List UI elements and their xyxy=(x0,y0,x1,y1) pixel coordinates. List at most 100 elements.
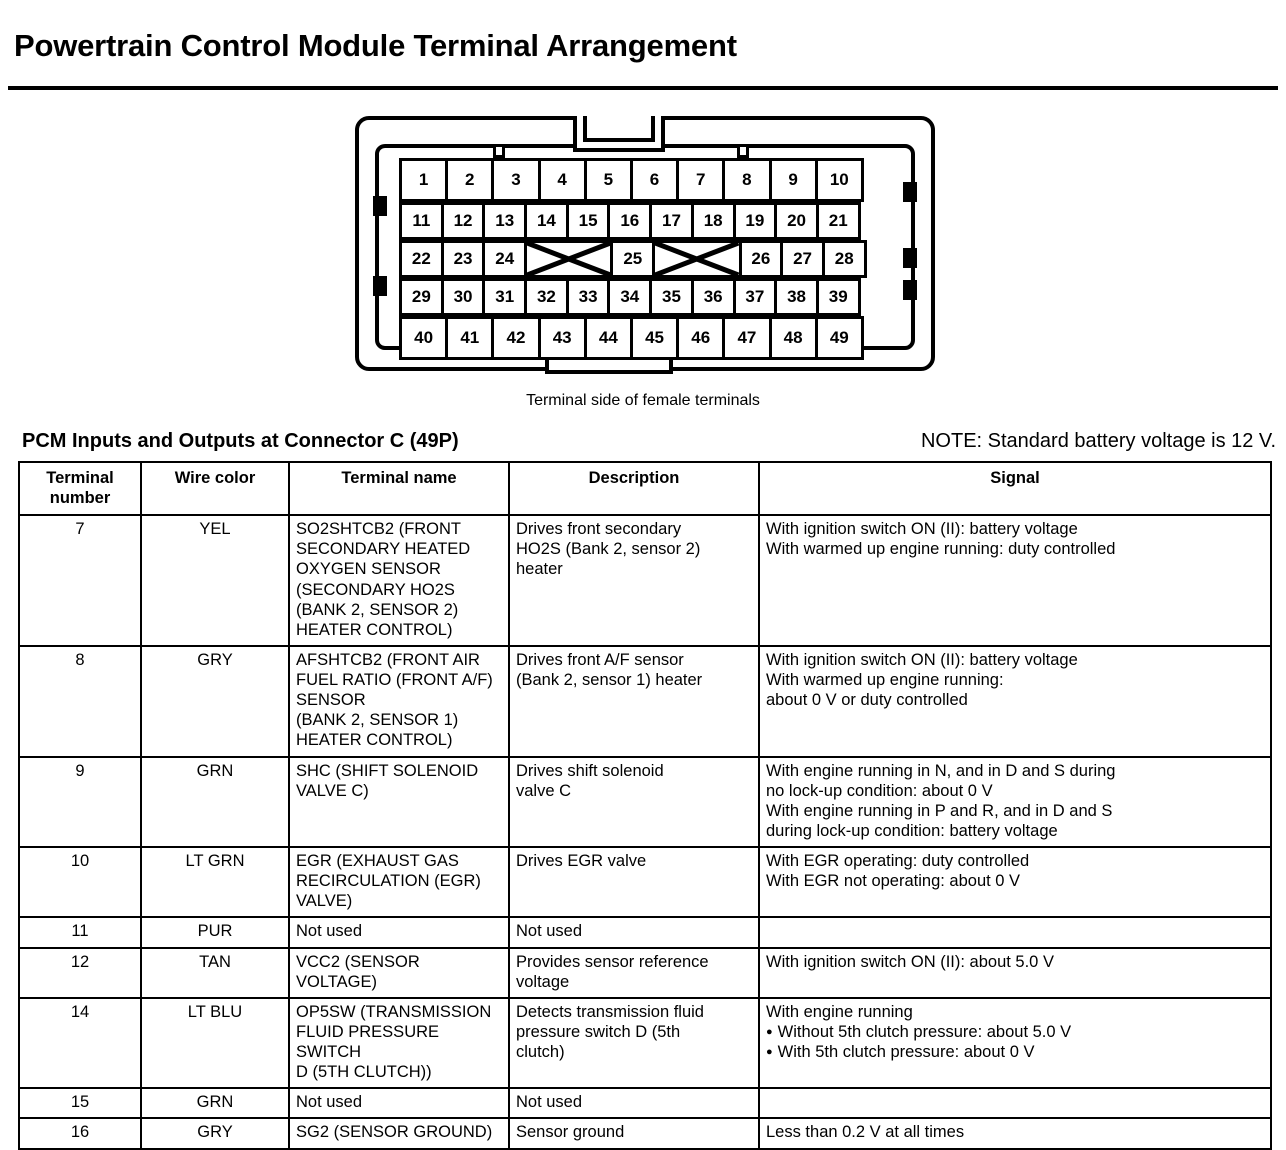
text-line: With ignition switch ON (II): battery vo… xyxy=(766,650,1078,669)
pin-42: 42 xyxy=(491,315,541,360)
text-line: pressure switch D (5th xyxy=(516,1022,681,1041)
pcm-io-table: Terminal number Wire color Terminal name… xyxy=(18,460,1272,1150)
text-line: VALVE) xyxy=(296,892,353,911)
cell-wire-color: GRN xyxy=(140,1087,290,1120)
text-line: Not used xyxy=(296,922,363,941)
header-terminal-name: Terminal name xyxy=(288,460,510,517)
pin-blank-crossed xyxy=(524,239,614,278)
text-line: (Bank 2, sensor 1) heater xyxy=(516,671,703,690)
bullet-line: With 5th clutch pressure: about 0 V xyxy=(766,1042,1264,1062)
pin-21: 21 xyxy=(815,201,861,240)
connector-notch-top-right xyxy=(737,143,749,158)
pin-26: 26 xyxy=(738,239,784,278)
pin-38: 38 xyxy=(774,277,819,316)
text-line: Detects transmission fluid xyxy=(516,1002,704,1021)
text-line: EGR (EXHAUST GAS xyxy=(296,852,459,871)
pin-27: 27 xyxy=(780,239,825,278)
cell-description: Drives EGR valve xyxy=(508,846,760,919)
cell-terminal-number: 14 xyxy=(18,996,142,1090)
text-line: HEATER CONTROL) xyxy=(296,620,453,639)
pin-43: 43 xyxy=(537,315,587,360)
text-line: With engine running xyxy=(766,1002,913,1021)
pin-40: 40 xyxy=(399,315,449,360)
text-line: SECONDARY HEATED xyxy=(296,540,471,559)
text-line: AFSHTCB2 (FRONT AIR xyxy=(296,650,480,669)
pin-49: 49 xyxy=(814,315,864,360)
cell-signal: With engine running in N, and in D and S… xyxy=(758,755,1272,849)
cell-description: Not used xyxy=(508,1087,760,1120)
pin-32: 32 xyxy=(524,277,569,316)
text-line: during lock-up condition: battery voltag… xyxy=(766,821,1058,840)
text-line: SENSOR xyxy=(296,691,366,710)
text-line: Drives front secondary xyxy=(516,520,682,539)
cell-description: Sensor ground xyxy=(508,1117,760,1150)
pin-31: 31 xyxy=(482,277,528,316)
cell-wire-color: PUR xyxy=(140,916,290,949)
pin-30: 30 xyxy=(440,277,486,316)
text-line: With engine running in N, and in D and S… xyxy=(766,761,1116,780)
header-signal: Signal xyxy=(758,460,1272,517)
pin-18: 18 xyxy=(690,201,736,240)
text-line: Drives front A/F sensor xyxy=(516,650,684,669)
pin-12: 12 xyxy=(440,201,486,240)
text-line: Drives shift solenoid xyxy=(516,761,664,780)
text-line: Sensor ground xyxy=(516,1123,625,1142)
title-divider xyxy=(8,85,1278,90)
section-note: NOTE: Standard battery voltage is 12 V. xyxy=(920,429,1276,452)
cell-signal: With engine runningWithout 5th clutch pr… xyxy=(758,996,1272,1090)
section-header-row: PCM Inputs and Outputs at Connector C (4… xyxy=(0,430,1286,453)
pin-44: 44 xyxy=(583,315,633,360)
text-line: Not used xyxy=(516,1093,583,1112)
text-line: With ignition switch ON (II): battery vo… xyxy=(766,520,1078,539)
text-line: With EGR not operating: about 0 V xyxy=(766,872,1021,891)
cell-terminal-number: 11 xyxy=(18,916,142,949)
cell-terminal-name: Not used xyxy=(288,1087,510,1120)
text-line: FLUID PRESSURE SWITCH xyxy=(296,1022,444,1062)
cell-terminal-number: 8 xyxy=(18,644,142,758)
pin-14: 14 xyxy=(524,201,569,240)
pin-33: 33 xyxy=(565,277,611,316)
connector-side-tab-left-1 xyxy=(373,195,387,216)
text-line: voltage xyxy=(516,972,570,991)
cell-signal: With ignition switch ON (II): battery vo… xyxy=(758,644,1272,758)
table-header-row: Terminal number Wire color Terminal name… xyxy=(18,460,1272,517)
text-line: With EGR operating: duty controlled xyxy=(766,852,1030,871)
pin-blank-crossed xyxy=(652,239,742,278)
text-line: D (5TH CLUTCH)) xyxy=(296,1063,432,1082)
connector-notch-top-left xyxy=(493,143,505,158)
cell-signal: Less than 0.2 V at all times xyxy=(758,1117,1272,1150)
pin-22: 22 xyxy=(399,239,444,278)
cell-wire-color: LT GRN xyxy=(140,846,290,919)
connector-side-tab-right-1 xyxy=(903,181,917,202)
pin-9: 9 xyxy=(768,157,818,202)
text-line: (SECONDARY HO2S xyxy=(296,580,455,599)
pin-46: 46 xyxy=(676,315,726,360)
section-title: PCM Inputs and Outputs at Connector C (4… xyxy=(22,429,459,452)
connector-side-tab-right-2 xyxy=(903,247,917,268)
connector-side-tab-left-2 xyxy=(373,275,387,296)
pin-8: 8 xyxy=(722,157,772,202)
diagram-caption: Terminal side of female terminals xyxy=(526,391,760,409)
pin-34: 34 xyxy=(607,277,653,316)
cell-terminal-number: 9 xyxy=(18,755,142,849)
text-line: SG2 (SENSOR GROUND) xyxy=(296,1123,493,1142)
text-line: With warmed up engine running: duty cont… xyxy=(766,540,1116,559)
pin-47: 47 xyxy=(722,315,772,360)
connector-top-latch-inner xyxy=(583,115,655,142)
header-terminal-number: Terminal number xyxy=(18,460,142,517)
